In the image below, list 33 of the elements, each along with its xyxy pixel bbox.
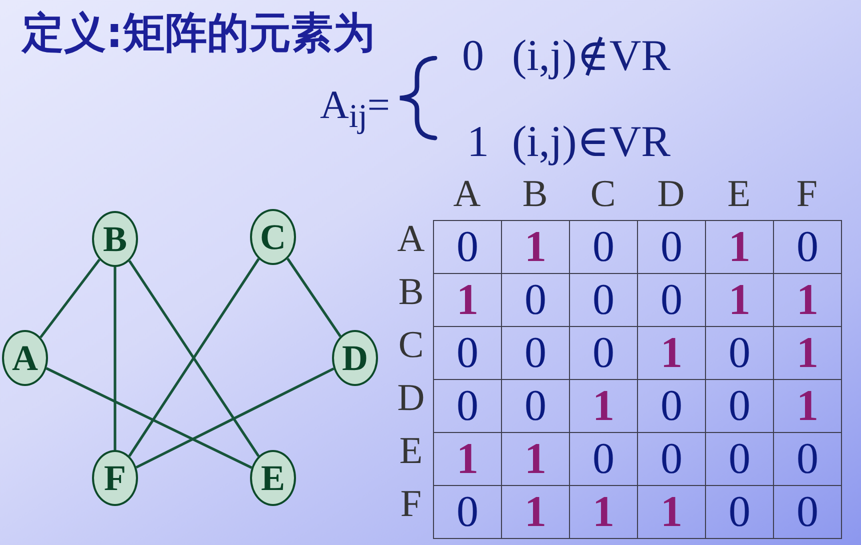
column-header: D xyxy=(656,176,686,212)
title: 定义:矩阵的元素为 xyxy=(22,12,375,54)
formula-text: (i,j)∉VR xyxy=(512,34,670,78)
row-header: D xyxy=(396,376,426,420)
row-header: B xyxy=(397,270,425,314)
column-header: F xyxy=(795,176,819,212)
column-header: C xyxy=(589,176,617,212)
vertex-circle: C xyxy=(250,209,296,265)
column-header: B xyxy=(521,176,549,212)
row-header: A xyxy=(396,216,426,262)
formula-text: (i,j)∈VR xyxy=(512,120,670,164)
formula-text: A$_{ij}$= xyxy=(320,85,390,134)
vertex-circle: A xyxy=(2,330,48,386)
row-header: C xyxy=(397,322,425,368)
edge-line xyxy=(114,267,116,450)
matrix-cell: 0 xyxy=(433,485,502,539)
formula-text: 1 xyxy=(467,120,489,164)
column-header: A xyxy=(452,176,482,212)
edge-line xyxy=(136,367,334,469)
row-header: F xyxy=(399,482,423,526)
column-header: E xyxy=(726,176,752,212)
edge-line xyxy=(46,367,252,469)
vertex-circle: D xyxy=(332,330,378,386)
vertex-circle: F xyxy=(92,450,138,506)
matrix-cell: 0 xyxy=(433,220,502,274)
row-header: E xyxy=(398,428,424,474)
edge-line xyxy=(40,258,100,338)
vertex-circle: E xyxy=(250,450,296,506)
formula-text: 0 xyxy=(462,34,484,78)
matrix-cell: 0 xyxy=(773,220,842,274)
matrix-cell: 0 xyxy=(773,485,842,539)
edge-line xyxy=(286,258,342,338)
vertex-circle: B xyxy=(92,211,138,267)
